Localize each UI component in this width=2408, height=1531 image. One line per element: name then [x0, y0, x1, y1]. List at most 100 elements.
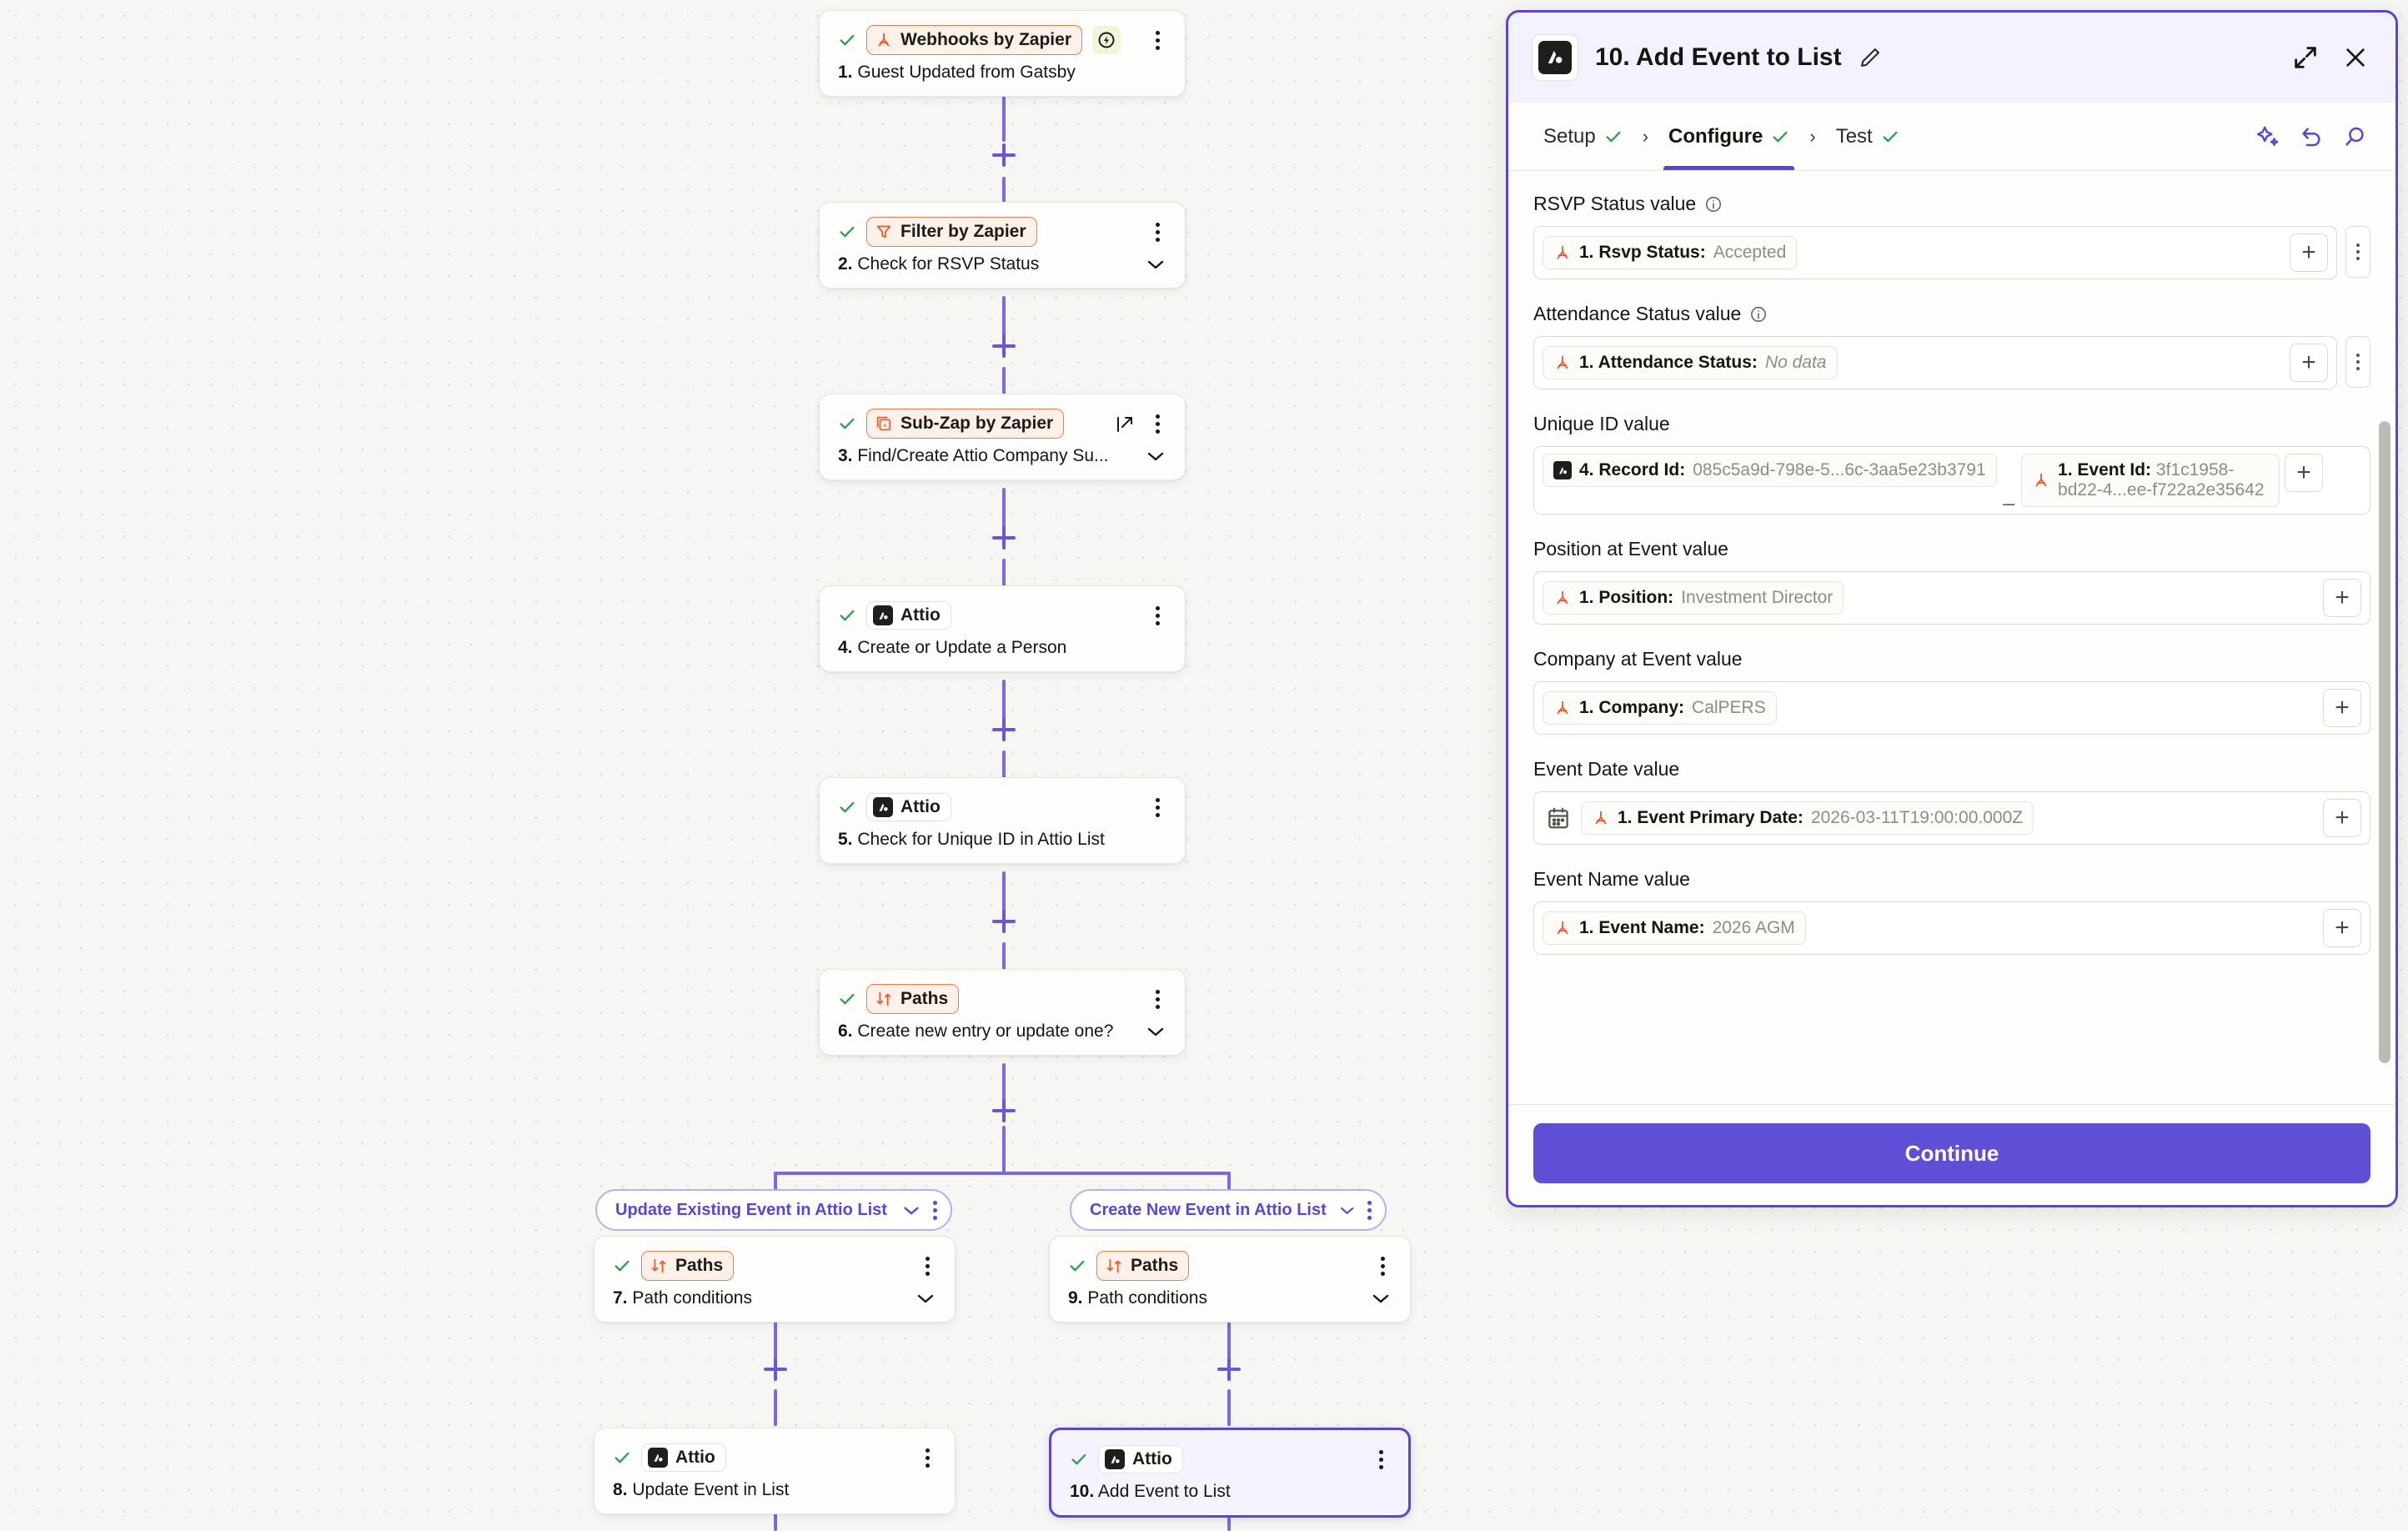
- sparkles-icon[interactable]: [2255, 124, 2280, 149]
- data-token[interactable]: 1. Attendance Status: No data: [1543, 346, 1838, 379]
- panel-tabs[interactable]: Setup › Configure › Test: [1508, 103, 2395, 171]
- add-value-button[interactable]: +: [2290, 344, 2328, 382]
- field-input[interactable]: 1. Attendance Status: No data +: [1533, 336, 2337, 389]
- add-step-button[interactable]: [992, 1099, 1016, 1122]
- node-title: 9. Path conditions: [1068, 1288, 1392, 1308]
- data-token[interactable]: 1. Rsvp Status: Accepted: [1543, 236, 1798, 269]
- search-icon[interactable]: [2342, 124, 2367, 149]
- connector-line: [774, 1318, 777, 1359]
- app-chip-attio[interactable]: Attio: [866, 793, 951, 821]
- app-chip-filter[interactable]: Filter by Zapier: [866, 217, 1037, 247]
- add-step-button[interactable]: [992, 718, 1016, 741]
- app-chip-attio[interactable]: Attio: [641, 1443, 726, 1472]
- field-menu-button[interactable]: [2345, 336, 2370, 388]
- app-chip-webhooks[interactable]: Webhooks by Zapier: [866, 25, 1082, 55]
- chevron-down-icon[interactable]: [901, 1204, 921, 1217]
- app-chip-label: Attio: [1132, 1449, 1172, 1468]
- path-pill-create-new[interactable]: Create New Event in Attio List: [1070, 1189, 1387, 1231]
- field-input[interactable]: 4. Record Id: 085c5a9d-798e-5...6c-3aa5e…: [1533, 446, 2370, 515]
- workflow-node-1[interactable]: Webhooks by Zapier 1. Guest Updated from…: [819, 10, 1186, 97]
- node-menu-button[interactable]: [1146, 796, 1168, 818]
- add-step-button[interactable]: [992, 334, 1016, 358]
- app-chip-paths[interactable]: Paths: [641, 1251, 735, 1281]
- add-value-button[interactable]: +: [2290, 233, 2328, 272]
- app-chip-label: Paths: [1131, 1256, 1179, 1275]
- token-value: CalPERS: [1692, 698, 1766, 717]
- path-menu-button[interactable]: [933, 1200, 937, 1220]
- chevron-down-icon[interactable]: [1145, 1025, 1166, 1038]
- chevron-down-icon[interactable]: [915, 1292, 936, 1305]
- tab-setup[interactable]: Setup: [1532, 103, 1634, 170]
- workflow-node-2[interactable]: Filter by Zapier 2. Check for RSVP Statu…: [819, 202, 1186, 289]
- chevron-down-icon[interactable]: [1370, 1292, 1392, 1305]
- paths-icon: [651, 1258, 666, 1273]
- data-token[interactable]: 1. Event Id: 3f1c1958-bd22-4...ee-f722a2…: [2021, 454, 2280, 507]
- node-menu-button[interactable]: [916, 1447, 938, 1468]
- panel-form[interactable]: RSVP Status value 1. Rsvp Status: Accept…: [1508, 171, 2395, 1104]
- add-value-button[interactable]: +: [2285, 454, 2324, 492]
- app-chip-paths[interactable]: Paths: [1096, 1251, 1190, 1281]
- workflow-node-4[interactable]: Attio 4. Create or Update a Person: [819, 585, 1186, 672]
- workflow-node-10[interactable]: Attio 10. Add Event to List: [1049, 1428, 1411, 1518]
- field-input[interactable]: 1. Rsvp Status: Accepted +: [1533, 226, 2337, 279]
- data-token[interactable]: 1. Company: CalPERS: [1543, 691, 1777, 725]
- data-token[interactable]: 1. Position: Investment Director: [1543, 581, 1844, 615]
- field-input[interactable]: 1. Event Name: 2026 AGM +: [1533, 901, 2370, 955]
- add-value-button[interactable]: +: [2323, 799, 2361, 837]
- field-input[interactable]: 1. Position: Investment Director +: [1533, 571, 2370, 625]
- field-label: Position at Event value: [1533, 538, 1728, 560]
- node-title: 2. Check for RSVP Status: [838, 254, 1166, 274]
- add-value-button[interactable]: +: [2323, 579, 2361, 617]
- node-menu-button[interactable]: [1146, 988, 1168, 1010]
- node-menu-button[interactable]: [1146, 605, 1168, 626]
- chevron-down-icon[interactable]: [1145, 449, 1166, 463]
- field-menu-button[interactable]: [2345, 226, 2370, 278]
- add-step-button[interactable]: [764, 1358, 787, 1381]
- info-icon[interactable]: [1749, 305, 1768, 324]
- workflow-node-9[interactable]: Paths 9. Path conditions: [1049, 1236, 1411, 1323]
- chevron-down-icon[interactable]: [1338, 1204, 1356, 1217]
- undo-icon[interactable]: [2299, 124, 2324, 149]
- path-menu-button[interactable]: [1367, 1200, 1372, 1220]
- app-chip-subzap[interactable]: Sub-Zap by Zapier: [866, 409, 1065, 439]
- add-step-button[interactable]: [992, 143, 1016, 167]
- chevron-down-icon[interactable]: [1145, 258, 1166, 271]
- pencil-icon[interactable]: [1859, 46, 1882, 69]
- app-chip-attio[interactable]: Attio: [866, 601, 951, 630]
- token-name: 1. Rsvp Status:: [1579, 243, 1706, 262]
- workflow-node-7[interactable]: Paths 7. Path conditions: [594, 1236, 956, 1323]
- connector-line: [1002, 942, 1006, 984]
- info-icon[interactable]: [1704, 195, 1723, 213]
- add-step-button[interactable]: [1217, 1358, 1241, 1381]
- node-menu-button[interactable]: [916, 1255, 938, 1277]
- expand-icon[interactable]: [2289, 41, 2322, 74]
- tab-configure[interactable]: Configure: [1657, 103, 1801, 170]
- continue-button[interactable]: Continue: [1533, 1123, 2370, 1183]
- add-value-button[interactable]: +: [2323, 909, 2361, 947]
- app-chip-paths[interactable]: Paths: [866, 984, 960, 1014]
- workflow-node-5[interactable]: Attio 5. Check for Unique ID in Attio Li…: [819, 777, 1186, 864]
- app-chip-attio[interactable]: Attio: [1098, 1445, 1183, 1473]
- workflow-node-8[interactable]: Attio 8. Update Event in List: [594, 1428, 956, 1514]
- workflow-node-3[interactable]: Sub-Zap by Zapier 3. Find/Create Attio C…: [819, 394, 1186, 480]
- close-icon[interactable]: [2339, 41, 2372, 74]
- field-input[interactable]: 1. Event Primary Date: 2026-03-11T19:00:…: [1533, 791, 2370, 845]
- node-menu-button[interactable]: [1146, 221, 1168, 243]
- path-pill-update-existing[interactable]: Update Existing Event in Attio List: [595, 1189, 952, 1231]
- add-value-button[interactable]: +: [2323, 689, 2361, 727]
- node-menu-button[interactable]: [1146, 29, 1168, 51]
- node-menu-button[interactable]: [1370, 1448, 1392, 1470]
- data-token[interactable]: 1. Event Primary Date: 2026-03-11T19:00:…: [1581, 801, 2034, 835]
- open-external-icon[interactable]: [1115, 414, 1135, 434]
- workflow-node-6[interactable]: Paths 6. Create new entry or update one?: [819, 969, 1186, 1056]
- panel-scrollbar[interactable]: [2379, 421, 2390, 1063]
- add-step-button[interactable]: [992, 526, 1016, 550]
- field-input[interactable]: 1. Company: CalPERS +: [1533, 681, 2370, 735]
- data-token[interactable]: 1. Event Name: 2026 AGM: [1543, 911, 1806, 945]
- add-step-button[interactable]: [992, 910, 1016, 933]
- node-menu-button[interactable]: [1372, 1255, 1393, 1277]
- data-token[interactable]: 4. Record Id: 085c5a9d-798e-5...6c-3aa5e…: [1543, 454, 1997, 487]
- node-menu-button[interactable]: [1146, 413, 1168, 434]
- tab-test[interactable]: Test: [1824, 103, 1911, 170]
